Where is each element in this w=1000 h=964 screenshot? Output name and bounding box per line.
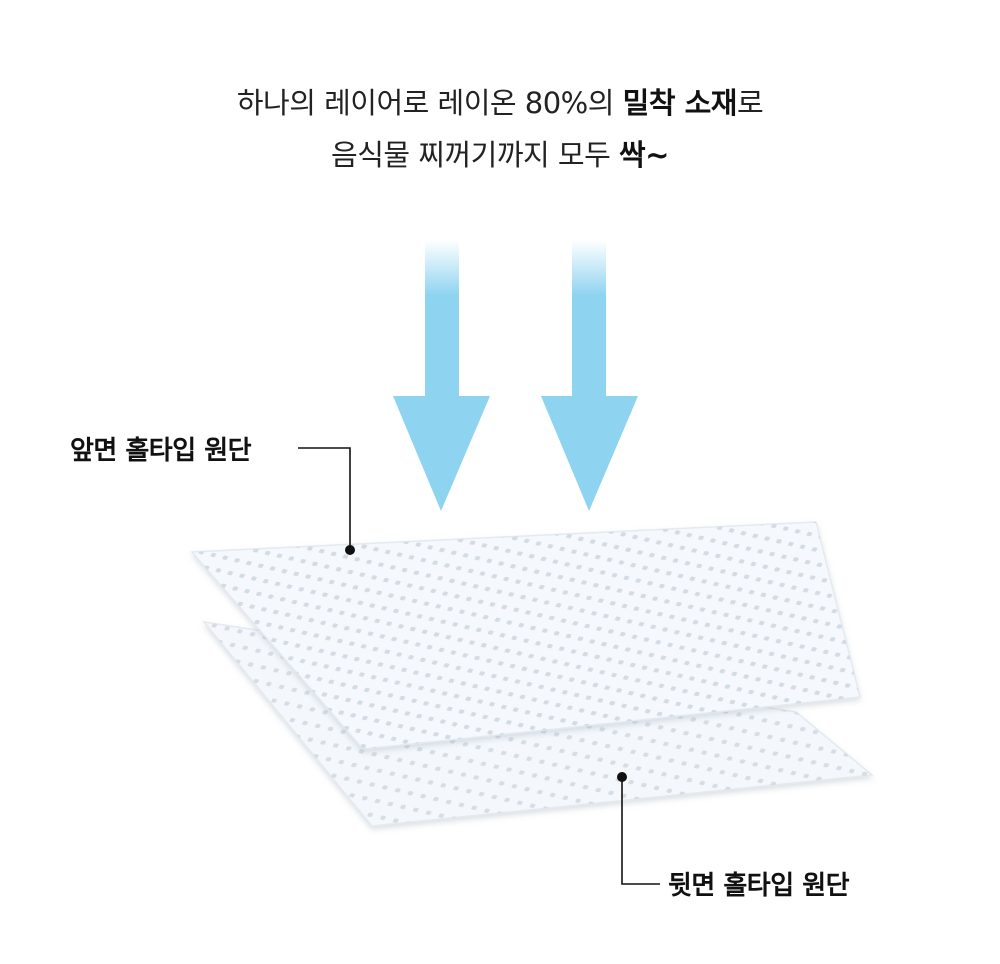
front-callout-leader [298, 448, 355, 555]
back-fabric-label: 뒷면 홀타입 원단 [668, 865, 849, 902]
back-callout-dot [617, 772, 627, 782]
front-callout-dot [345, 545, 355, 555]
down-arrow-left-icon [393, 240, 490, 511]
front-fabric-label: 앞면 홀타입 원단 [70, 430, 251, 467]
down-arrow-right-icon [541, 240, 638, 511]
